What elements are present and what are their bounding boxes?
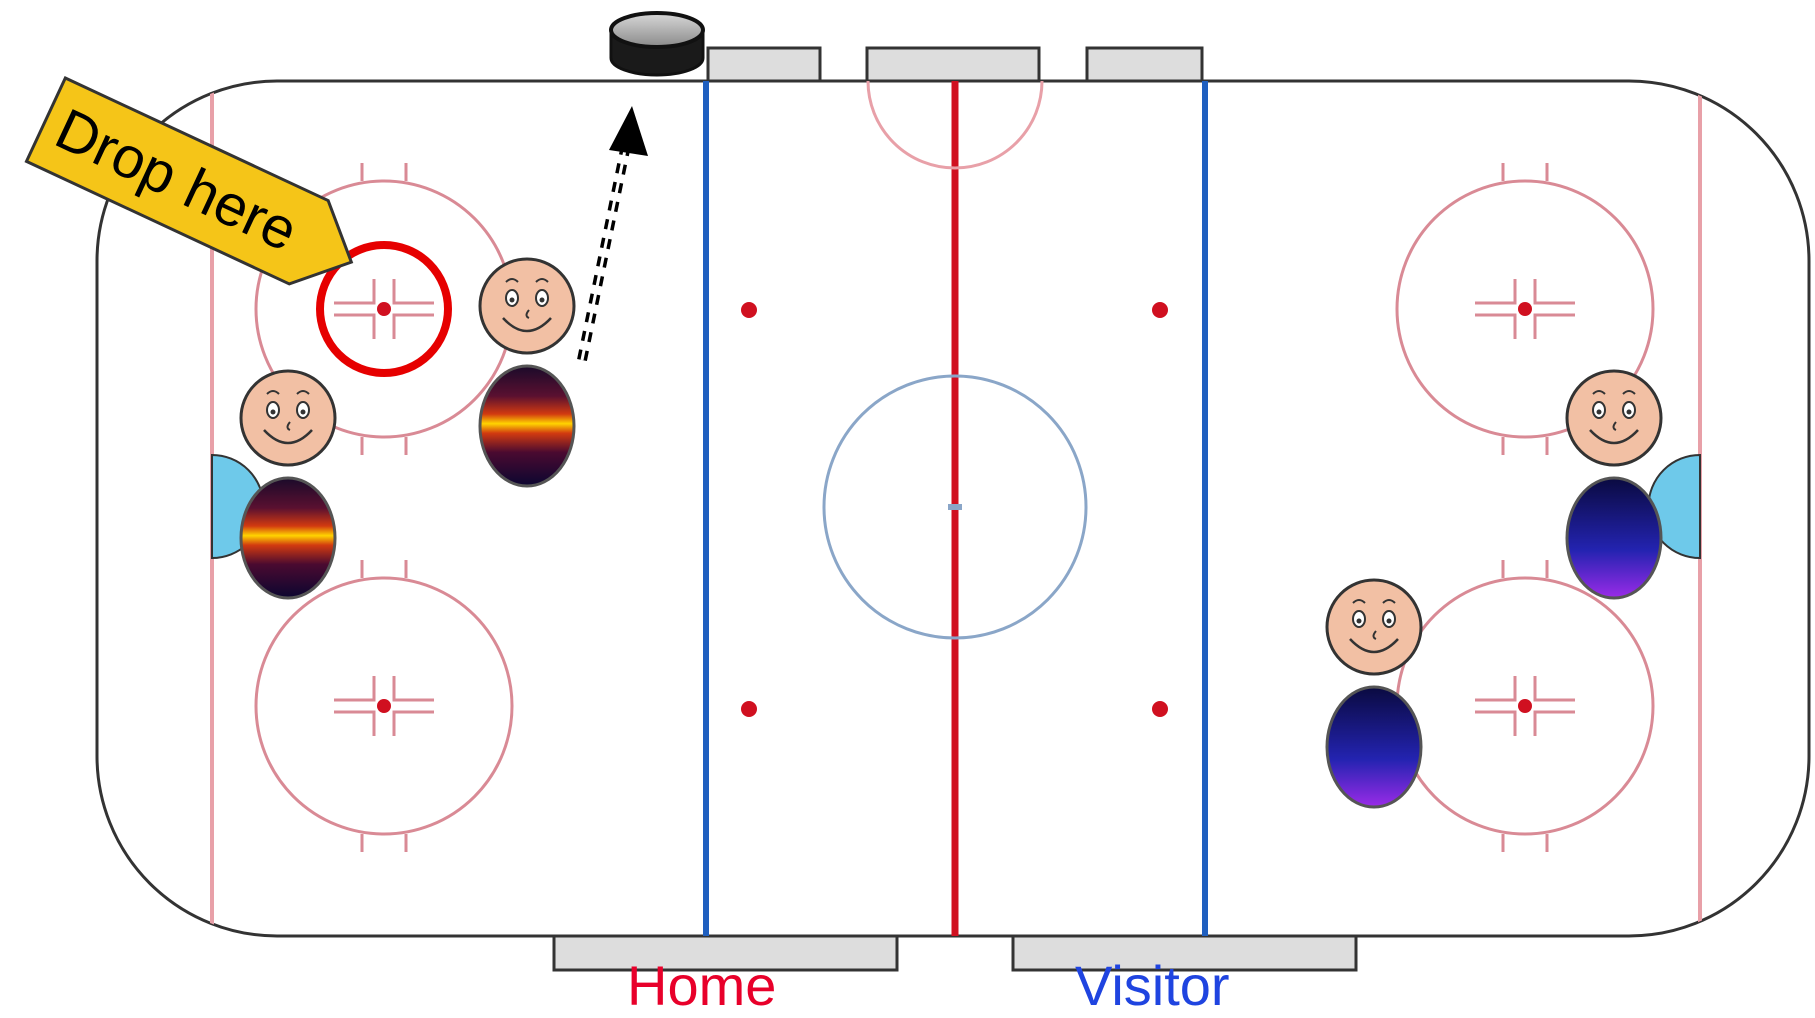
- smiley-face-icon: [1327, 580, 1421, 674]
- smiley-face-icon: [480, 259, 574, 353]
- visitor-bench-label: Visitor: [1075, 954, 1230, 1013]
- neutral-dot: [741, 302, 757, 318]
- neutral-dot: [1152, 302, 1168, 318]
- neutral-dot: [741, 701, 757, 717]
- faceoff-dot: [1518, 302, 1532, 316]
- smiley-face-icon: [1567, 371, 1661, 465]
- puck-icon[interactable]: [611, 13, 703, 75]
- smiley-face-icon: [241, 371, 335, 465]
- top-bench-sections: [708, 48, 1202, 82]
- faceoff-dot: [377, 302, 391, 316]
- faceoff-dot: [1518, 699, 1532, 713]
- neutral-dot: [1152, 701, 1168, 717]
- home-bench-label: Home: [627, 954, 776, 1013]
- faceoff-dot: [377, 699, 391, 713]
